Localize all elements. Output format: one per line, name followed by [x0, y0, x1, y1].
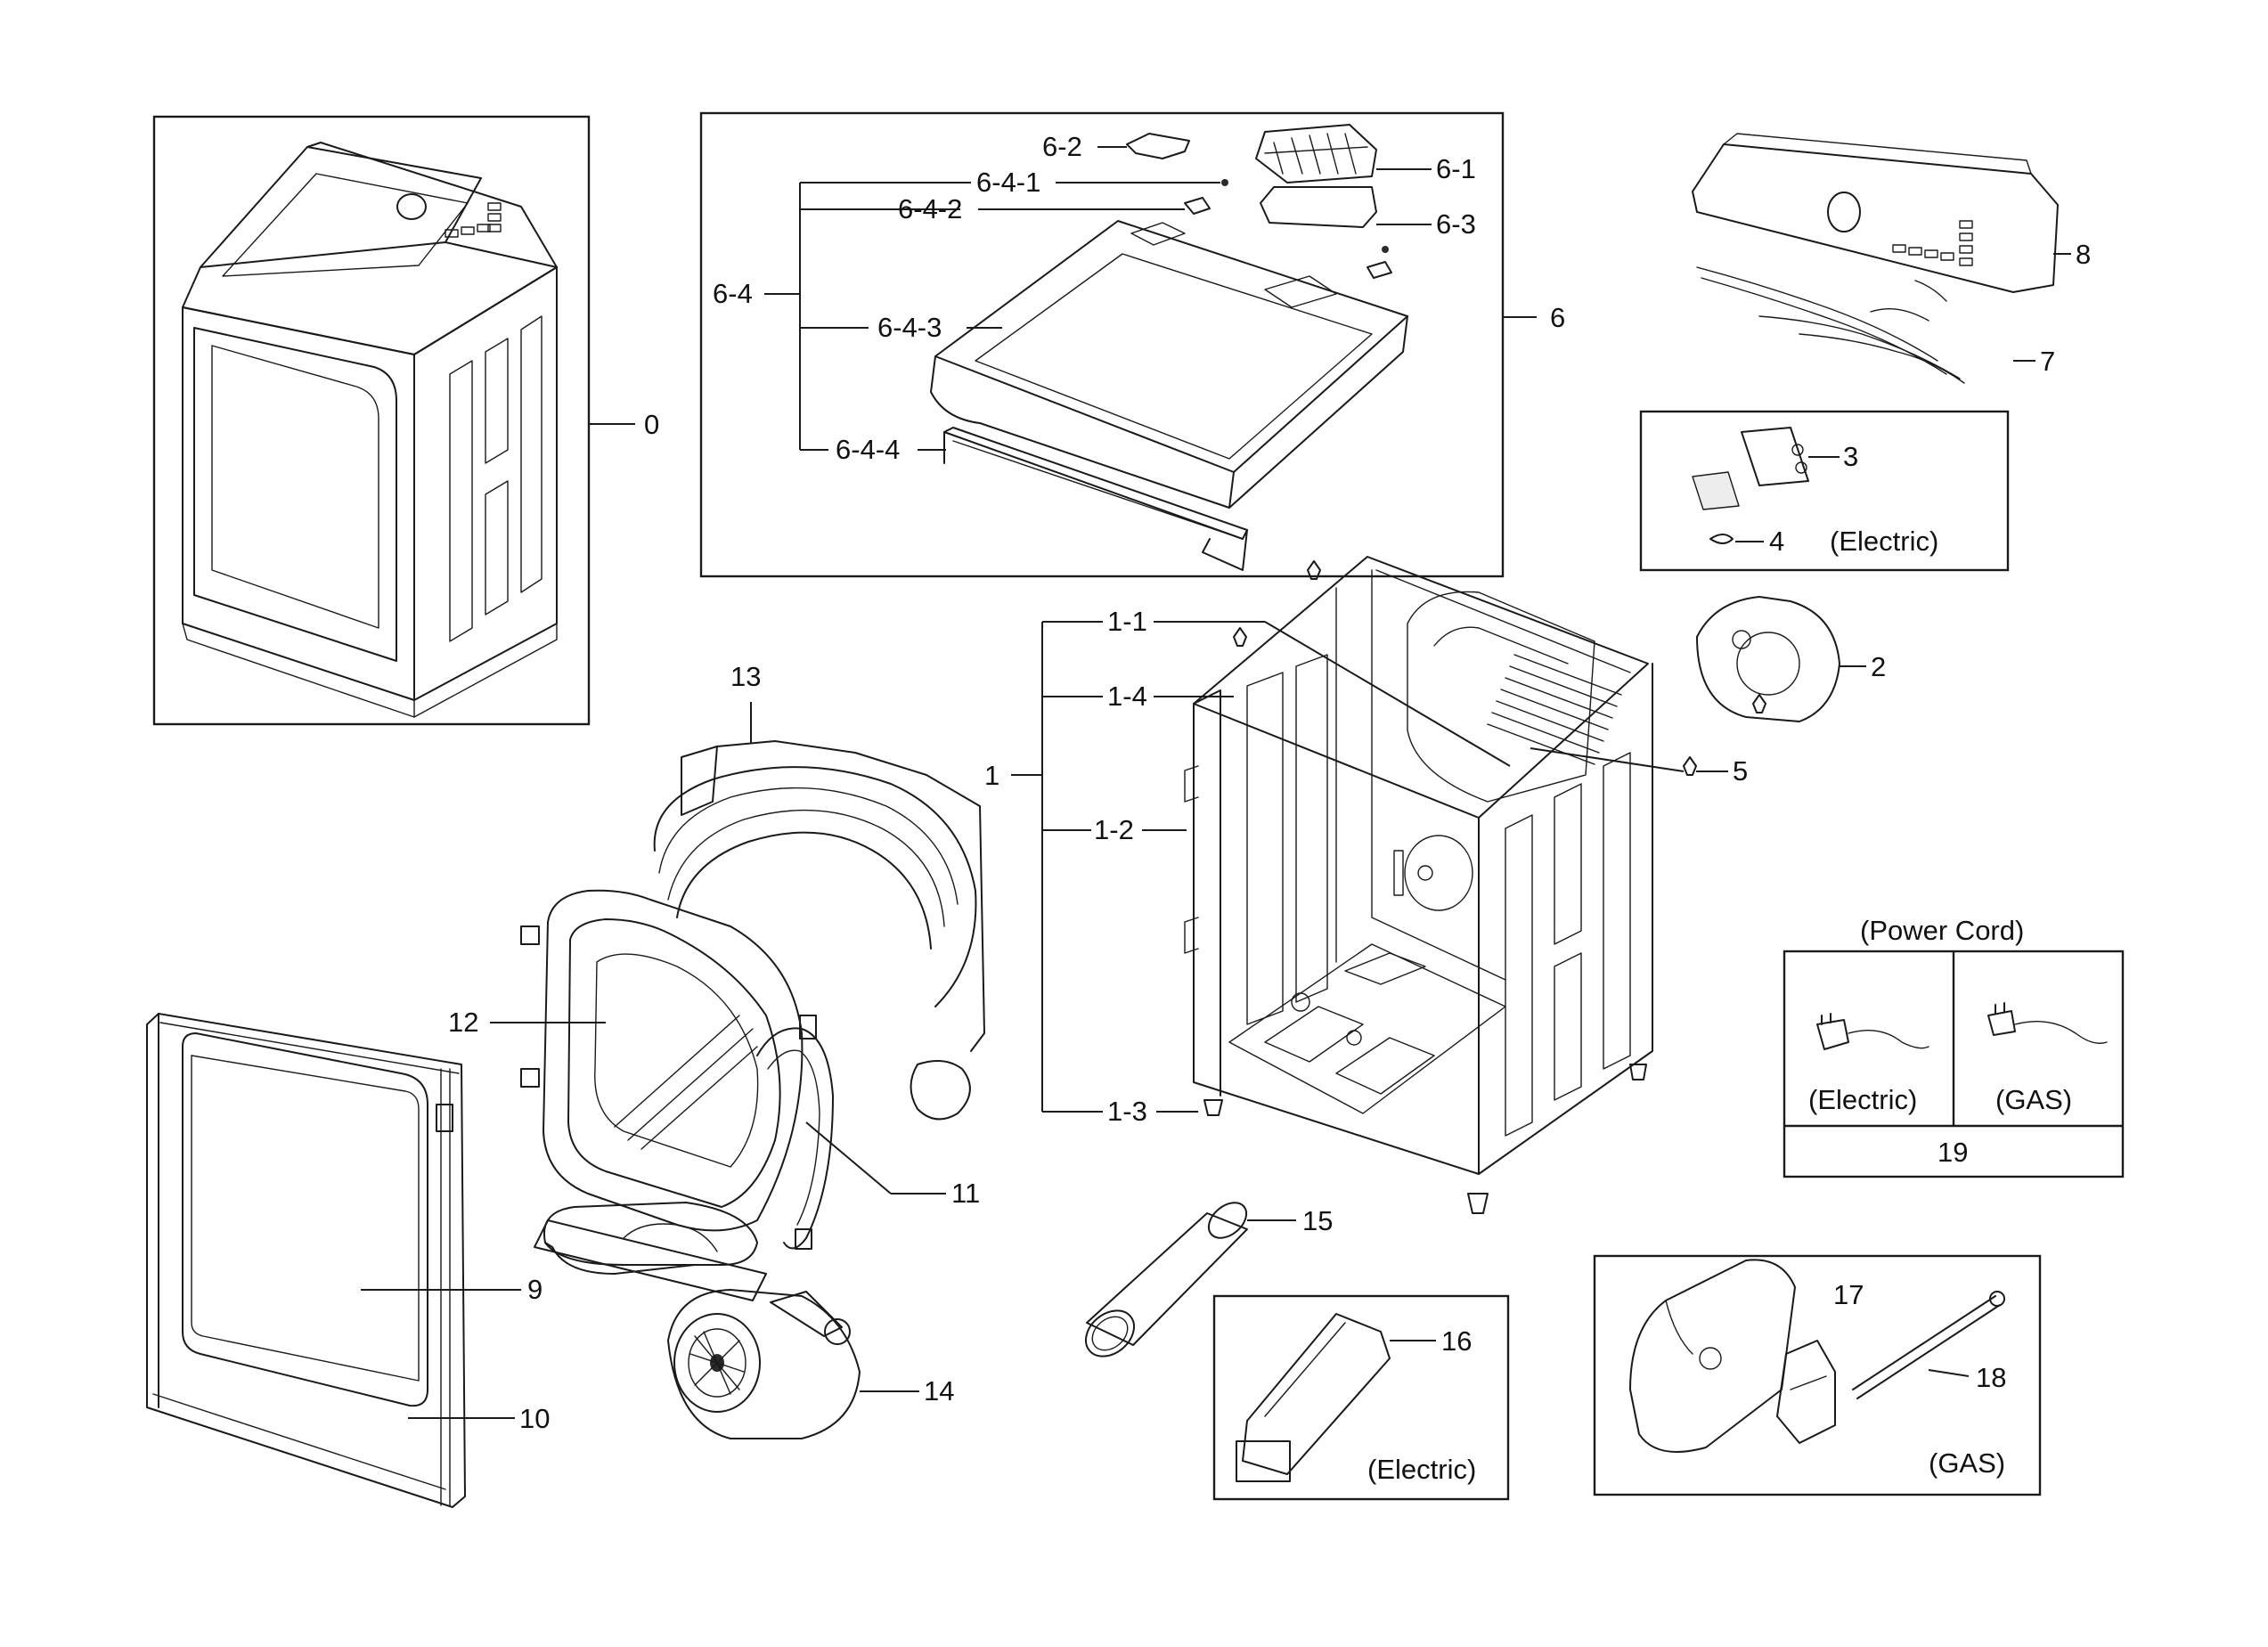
callout-6-4-4: 6-4-4 [836, 434, 900, 465]
callout-18: 18 [1976, 1362, 2006, 1393]
callout-1-2: 1-2 [1094, 814, 1134, 845]
callout-6-4: 6-4 [713, 278, 753, 309]
part-7-wire-harness [1696, 266, 2035, 384]
callout-6-4-3: 6-4-3 [877, 312, 942, 343]
callout-6-4-2: 6-4-2 [898, 193, 962, 224]
callout-13: 13 [730, 661, 761, 692]
callout-1-1: 1-1 [1107, 606, 1147, 637]
assembly-19-box [1783, 950, 2125, 1178]
callout-10: 10 [519, 1403, 550, 1434]
callout-5: 5 [1733, 755, 1748, 787]
part-6-1-vent [1255, 124, 1432, 183]
label-electric-filter: (Electric) [1830, 526, 1938, 557]
callout-4: 4 [1769, 526, 1784, 557]
part-6-4-fasteners [1184, 179, 1392, 279]
callout-9: 9 [527, 1274, 543, 1305]
callout-6-4-1: 6-4-1 [976, 167, 1040, 198]
part-lint-duct [543, 1202, 758, 1275]
part-5-screws [1530, 694, 1766, 776]
label-power-cord-title: (Power Cord) [1860, 915, 2024, 946]
label-power-cord-electric: (Electric) [1808, 1084, 1917, 1115]
callout-17: 17 [1833, 1279, 1864, 1310]
callout-1: 1 [984, 760, 999, 791]
callout-12: 12 [448, 1007, 478, 1038]
callout-14: 14 [924, 1375, 954, 1406]
assembly-6-box [699, 111, 1537, 578]
callout-16: 16 [1441, 1325, 1472, 1357]
part-11-drum-rear-bearing [756, 1015, 971, 1250]
part-6-4-3-top-panel [930, 220, 1408, 509]
callout-1-4: 1-4 [1107, 681, 1147, 712]
callout-6: 6 [1550, 302, 1565, 333]
label-burner-gas: (GAS) [1929, 1447, 2005, 1479]
callout-0: 0 [644, 409, 659, 440]
callout-7: 7 [2040, 346, 2055, 377]
part-2-duct-cover [1696, 596, 1866, 722]
callout-11: 11 [951, 1178, 980, 1209]
dryer-complete-illustration [182, 142, 558, 718]
callout-6-3: 6-3 [1436, 208, 1476, 240]
callout-6-4-bracket [764, 182, 1220, 451]
part-6-4-4-lid-bar [943, 427, 1248, 571]
assembly-17-18-box [1593, 1254, 2042, 1496]
part-13-drum-assembly [653, 702, 985, 1052]
part-14-blower [667, 1289, 919, 1439]
assembly-3-4-box [1639, 410, 2010, 572]
callout-1-3: 1-3 [1107, 1096, 1147, 1127]
callout-15: 15 [1302, 1205, 1333, 1236]
part-6-2-bracket [1097, 133, 1190, 159]
callout-6-1: 6-1 [1436, 153, 1476, 184]
callout-6-2: 6-2 [1042, 131, 1082, 162]
callout-8: 8 [2076, 239, 2091, 270]
callout-19: 19 [1938, 1137, 1968, 1168]
assembly-16-box [1212, 1294, 1510, 1501]
part-15-exhaust-duct [1085, 1202, 1296, 1358]
part-8-control-panel [1692, 133, 2071, 293]
label-heater-electric: (Electric) [1367, 1454, 1476, 1485]
part-6-3-base [1260, 186, 1432, 228]
label-power-cord-gas: (GAS) [1995, 1084, 2072, 1115]
assembly-0-box [152, 115, 635, 726]
part-9-10-door [146, 1013, 521, 1508]
part-1-cabinet [1184, 556, 1653, 1214]
callout-2: 2 [1871, 651, 1886, 682]
callout-3: 3 [1843, 441, 1858, 472]
callout-1-bracket [1011, 621, 1511, 1113]
